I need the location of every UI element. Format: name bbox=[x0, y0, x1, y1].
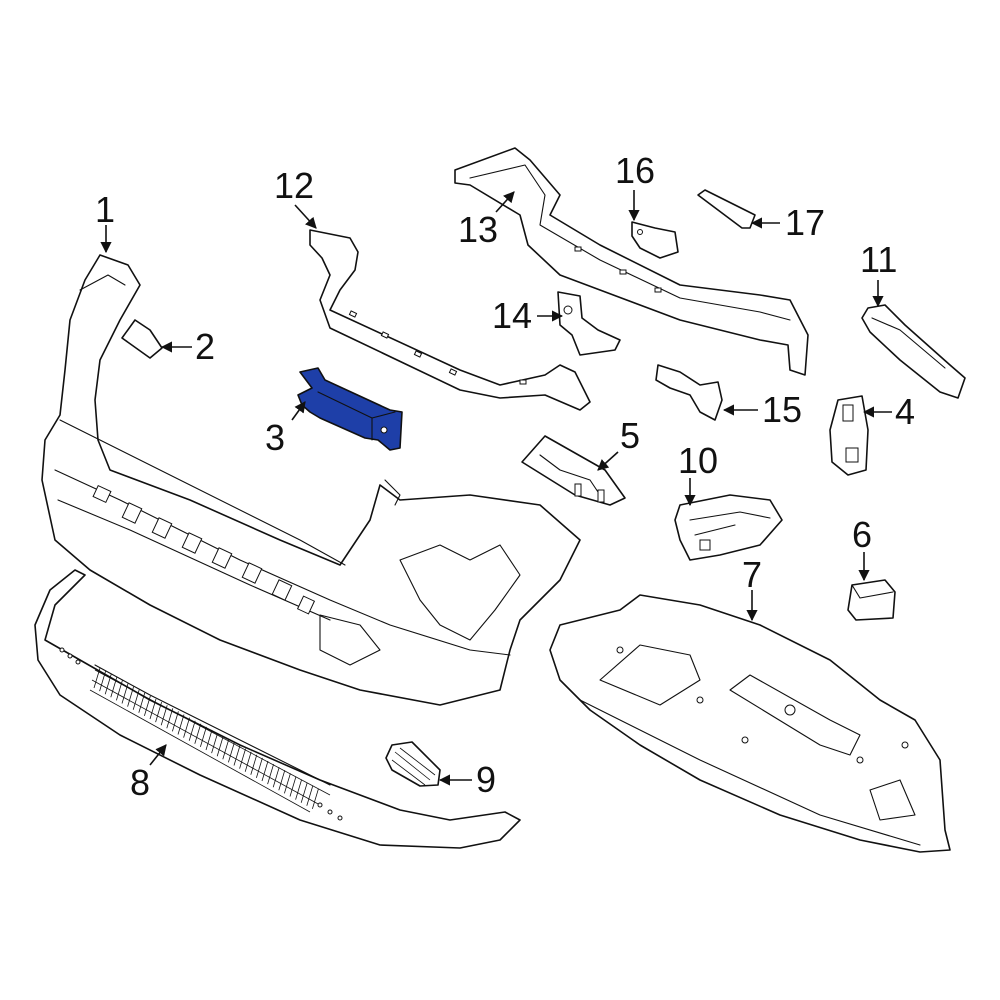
callout-13: 13 bbox=[458, 209, 498, 250]
grille-slat bbox=[256, 757, 263, 779]
grille-slat bbox=[121, 683, 129, 704]
callout-2: 2 bbox=[195, 326, 215, 367]
callout-5: 5 bbox=[620, 415, 640, 456]
callout-15: 15 bbox=[762, 389, 802, 430]
grille-slat bbox=[272, 767, 280, 788]
part-4-bracket[interactable] bbox=[829, 395, 869, 476]
part-15-bracket[interactable] bbox=[655, 364, 723, 421]
grille-slat bbox=[261, 760, 269, 782]
callout-10: 10 bbox=[678, 440, 718, 481]
callout-6: 6 bbox=[852, 514, 872, 555]
part-2-bracket[interactable] bbox=[121, 319, 163, 359]
grille-slat bbox=[244, 751, 252, 772]
grille-slat bbox=[160, 705, 168, 726]
grille-slat bbox=[278, 770, 286, 791]
grille-slat bbox=[306, 785, 314, 806]
leader-13 bbox=[495, 191, 515, 213]
grille-slat bbox=[188, 720, 196, 741]
part-1-bumper-cover[interactable] bbox=[41, 254, 581, 706]
grille-slat bbox=[194, 723, 202, 744]
part-12-reinforcement[interactable] bbox=[309, 229, 591, 411]
part-7-splash-shield[interactable] bbox=[549, 594, 951, 853]
part-16-clip[interactable] bbox=[631, 221, 679, 259]
callout-8: 8 bbox=[130, 762, 150, 803]
grille-slat bbox=[155, 701, 162, 723]
part-17-strip[interactable] bbox=[697, 189, 756, 229]
grille-slat bbox=[312, 788, 319, 810]
grille-slat bbox=[222, 739, 230, 760]
part-13-reinforcement-beam[interactable] bbox=[454, 147, 809, 376]
callout-9: 9 bbox=[476, 759, 496, 800]
callout-12: 12 bbox=[274, 165, 314, 206]
callout-4: 4 bbox=[895, 391, 915, 432]
grille-slat bbox=[149, 698, 157, 720]
callout-16: 16 bbox=[615, 150, 655, 191]
part-5-bracket[interactable] bbox=[521, 435, 626, 506]
grille-slat bbox=[233, 745, 241, 766]
callout-1: 1 bbox=[95, 189, 115, 230]
part-6-cap[interactable] bbox=[847, 579, 896, 621]
grille-slat bbox=[239, 748, 246, 769]
grille-slat bbox=[93, 667, 101, 689]
grille-slat bbox=[250, 754, 258, 775]
callout-14: 14 bbox=[492, 295, 532, 336]
callout-7: 7 bbox=[742, 554, 762, 595]
grille-slat bbox=[144, 695, 151, 717]
grille-slat bbox=[289, 776, 297, 797]
leader-5 bbox=[597, 451, 619, 471]
part-9-grille-insert[interactable] bbox=[385, 741, 441, 787]
grille-slat bbox=[104, 674, 112, 695]
part-11-bracket[interactable] bbox=[861, 304, 966, 399]
leader-12 bbox=[294, 204, 317, 229]
grille-slat bbox=[284, 773, 291, 794]
grille-slat bbox=[166, 708, 174, 729]
part-3-highlighted-bracket[interactable] bbox=[297, 367, 403, 451]
part-14-bracket[interactable] bbox=[557, 291, 621, 356]
leader-3 bbox=[291, 401, 306, 421]
grille-slat bbox=[183, 717, 190, 738]
leader-8 bbox=[149, 744, 167, 766]
grille-slat bbox=[211, 732, 218, 754]
grille-slat bbox=[200, 726, 207, 748]
grille-slat bbox=[172, 711, 179, 732]
part-10-bracket[interactable] bbox=[674, 494, 783, 561]
grille-slat bbox=[177, 714, 185, 735]
grille-slat bbox=[138, 692, 146, 713]
grille-slat bbox=[295, 779, 302, 800]
grille-slat bbox=[99, 670, 106, 692]
grille-slat bbox=[205, 729, 213, 751]
grille-slat bbox=[132, 689, 140, 710]
grille-slat bbox=[300, 782, 308, 803]
grille-slat bbox=[267, 763, 274, 785]
grille-slat bbox=[127, 686, 134, 707]
grille-slat bbox=[110, 677, 118, 698]
callout-17: 17 bbox=[785, 202, 825, 243]
callout-3: 3 bbox=[265, 417, 285, 458]
grille-slat bbox=[216, 736, 224, 757]
part-8-lower-valance[interactable] bbox=[34, 569, 521, 849]
callout-11: 11 bbox=[860, 239, 897, 280]
grille-slat bbox=[116, 680, 123, 701]
grille-slat bbox=[228, 742, 235, 763]
